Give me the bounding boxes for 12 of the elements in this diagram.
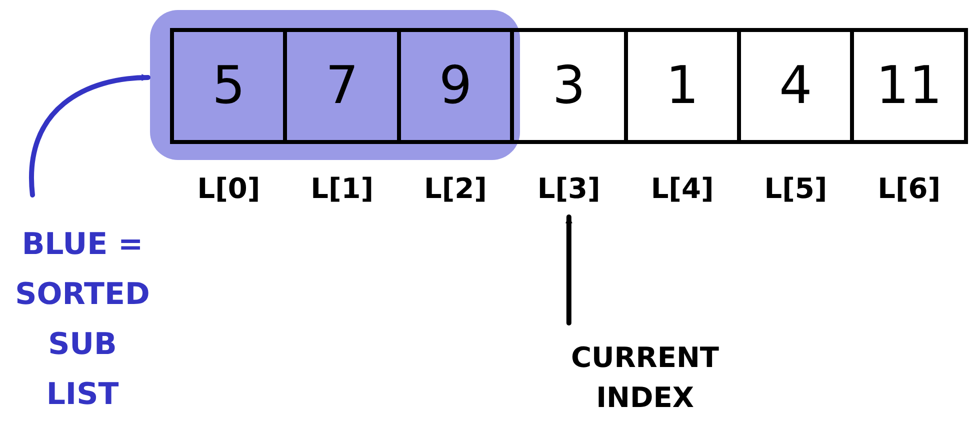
index-label: L[5] [739,165,852,213]
index-label: L[4] [626,165,739,213]
note-text: BLUE = SORTED SUB LIST [0,195,165,445]
index-label: L[3] [512,165,626,213]
index-label: L[1] [285,165,399,213]
arrow [565,214,572,326]
index-label: L[2] [398,165,512,213]
highlight-band [150,10,520,160]
index-label: L[0] [172,165,286,213]
note-text: CURRENT INDEX [535,335,755,420]
index-label: L[6] [852,165,966,213]
arrow [29,74,150,198]
